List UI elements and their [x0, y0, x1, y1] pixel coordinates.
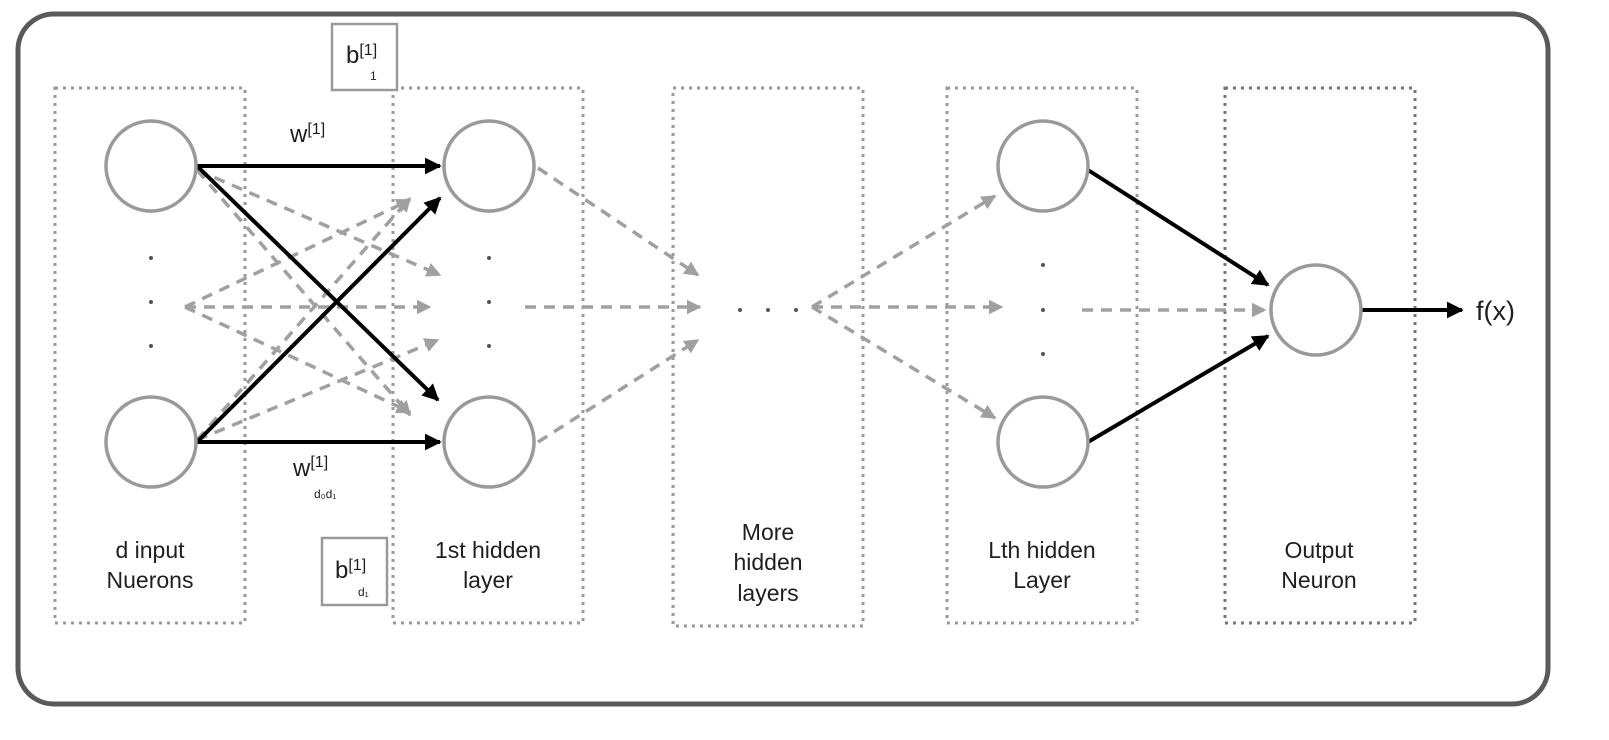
hidden1-layer-caption-1: 1st hidden — [435, 537, 541, 563]
dashed-arrow — [184, 198, 412, 309]
bias-box-bottom — [320, 536, 389, 607]
dashed-arrow — [184, 305, 412, 414]
dashed-connections — [184, 166, 1267, 444]
output-layer-caption-2: Neuron — [1281, 567, 1356, 593]
bias-label-bottom-sub: d₁ — [358, 585, 369, 599]
vertical-dot — [1041, 352, 1045, 356]
hiddenL-neuron-top — [996, 119, 1090, 213]
hiddenL-layer-box — [945, 86, 1139, 625]
dashed-arrow — [195, 196, 412, 442]
output-function-label: f(x) — [1476, 296, 1515, 326]
horizontal-dot — [794, 308, 798, 312]
vertical-dot — [487, 300, 491, 304]
hiddenL-neuron-bottom — [996, 395, 1090, 489]
hiddenL-layer-caption-1: Lth hidden — [988, 537, 1095, 563]
vertical-dot — [1041, 308, 1045, 312]
neurons — [104, 119, 1363, 489]
input-layer-caption-1: d input — [115, 537, 185, 563]
hidden1-neuron-top — [442, 119, 536, 213]
bias-label-top: b[1] — [346, 42, 377, 69]
output-layer-box — [1223, 86, 1417, 625]
more-layers-caption-3: layers — [737, 580, 798, 606]
vertical-dot — [487, 256, 491, 260]
dashed-arrow — [537, 166, 700, 277]
solid-arrow — [1086, 168, 1270, 287]
dashed-arrow — [811, 305, 997, 420]
dashed-arrow — [811, 194, 997, 309]
dashed-arrow — [196, 168, 442, 277]
horizontal-dot — [766, 308, 770, 312]
more-layers-caption-2: hidden — [733, 549, 802, 575]
solid-arrow — [1086, 334, 1270, 444]
weight-label-bottom: w[1] — [292, 454, 328, 482]
hidden1-neuron-bottom — [442, 395, 536, 489]
horizontal-dot — [738, 308, 742, 312]
dashed-arrow — [195, 168, 412, 417]
dashed-arrow — [196, 338, 440, 442]
weight-label-top: w[1] — [289, 121, 325, 148]
output-neuron — [1269, 263, 1363, 357]
vertical-dot — [487, 344, 491, 348]
hiddenL-layer-caption-2: Layer — [1013, 567, 1071, 593]
input-neuron-bottom — [104, 395, 198, 489]
outer-frame — [15, 11, 1551, 707]
solid-arrow — [195, 164, 440, 402]
input-layer-caption-2: Nuerons — [107, 567, 194, 593]
more-layers-caption-1: More — [742, 519, 794, 545]
solid-arrow — [195, 196, 442, 444]
weight-label-bottom-sub: d₀d₁ — [314, 487, 336, 501]
bias-label-bottom: b[1] — [335, 557, 366, 584]
input-neuron-top — [104, 119, 198, 213]
dashed-arrow — [537, 338, 700, 444]
solid-connections — [195, 157, 1464, 451]
output-layer-caption-1: Output — [1284, 537, 1354, 563]
bias-label-top-sub: 1 — [370, 69, 377, 83]
vertical-dot — [149, 300, 153, 304]
vertical-dot — [149, 256, 153, 260]
input-layer-box — [53, 86, 247, 625]
vertical-dot — [149, 344, 153, 348]
vertical-dot — [1041, 263, 1045, 267]
hidden1-layer-box — [391, 86, 585, 625]
bias-box-top — [330, 22, 399, 92]
ellipsis-dots — [149, 256, 1045, 356]
hidden1-layer-caption-2: layer — [463, 567, 513, 593]
